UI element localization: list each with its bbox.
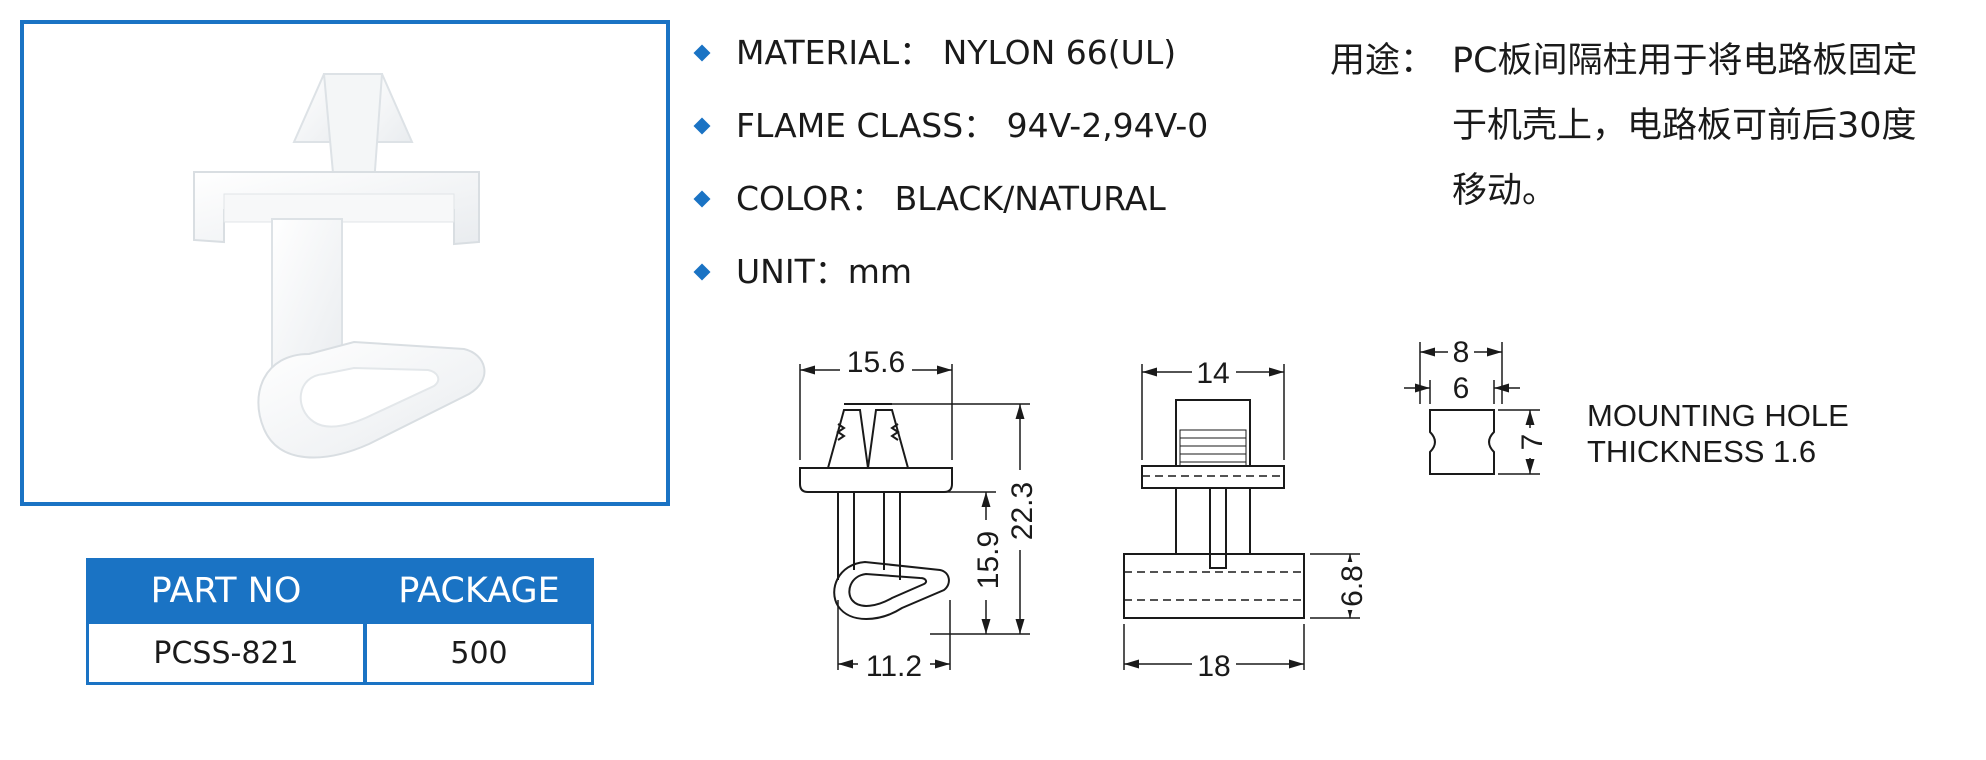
part-table: PART NO PACKAGE PCSS-821 500	[86, 558, 594, 685]
dim-front-loop-width: 11.2	[866, 650, 922, 683]
dim-side-base-height: 6.8	[1336, 565, 1369, 607]
usage-line-1: PC板间隔柱用于将电路板固定	[1452, 41, 1918, 81]
dim-front-width: 15.6	[847, 346, 905, 379]
dim-hole-height: 7	[1516, 434, 1549, 451]
product-photo-frame	[20, 20, 670, 506]
dim-hole-outer: 8	[1453, 336, 1470, 369]
mounting-line-1: MOUNTING HOLE	[1587, 398, 1849, 433]
table-header-row: PART NO PACKAGE	[87, 559, 593, 623]
front-view-drawing	[799, 403, 953, 620]
mounting-line-2: THICKNESS 1.6	[1587, 434, 1817, 469]
table-row: PCSS-821 500	[87, 621, 593, 684]
mounting-hole-note: MOUNTING HOLE THICKNESS 1.6	[1587, 398, 1849, 470]
usage-line-3: 移动。	[1452, 171, 1558, 211]
side-view-drawing	[1123, 399, 1305, 619]
dim-side-base-width: 18	[1197, 650, 1230, 683]
usage-line-2: 于机壳上，电路板可前后30度	[1452, 106, 1917, 146]
dim-front-height-lower: 15.9	[972, 531, 1005, 589]
dim-front-height-total: 22.3	[1006, 482, 1039, 540]
dim-hole-inner: 6	[1453, 372, 1470, 405]
cell-package: 500	[365, 621, 593, 684]
dim-side-top-width: 14	[1196, 357, 1229, 390]
header-part-no: PART NO	[87, 559, 367, 623]
header-package: PACKAGE	[365, 559, 593, 623]
mounting-hole-drawing	[1429, 409, 1495, 475]
usage-label: 用途：	[1330, 41, 1436, 81]
product-photo	[193, 73, 486, 459]
cell-part-no: PCSS-821	[87, 621, 367, 684]
